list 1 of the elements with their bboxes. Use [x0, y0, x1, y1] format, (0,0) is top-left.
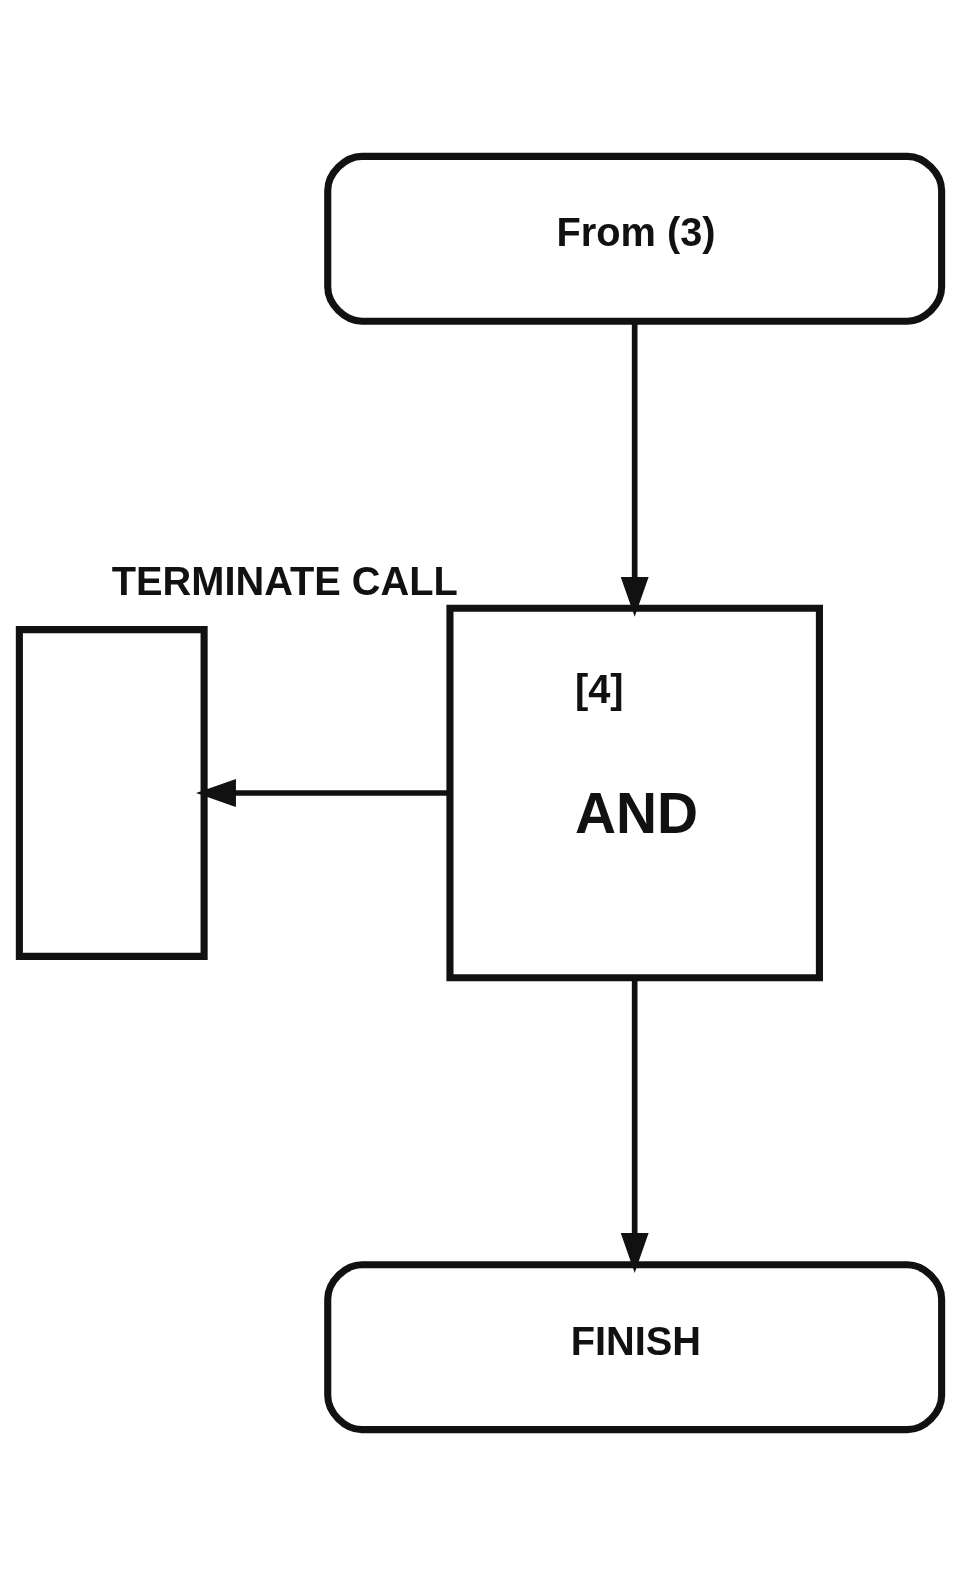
node-label: TERMINATE CALL — [111, 558, 458, 603]
